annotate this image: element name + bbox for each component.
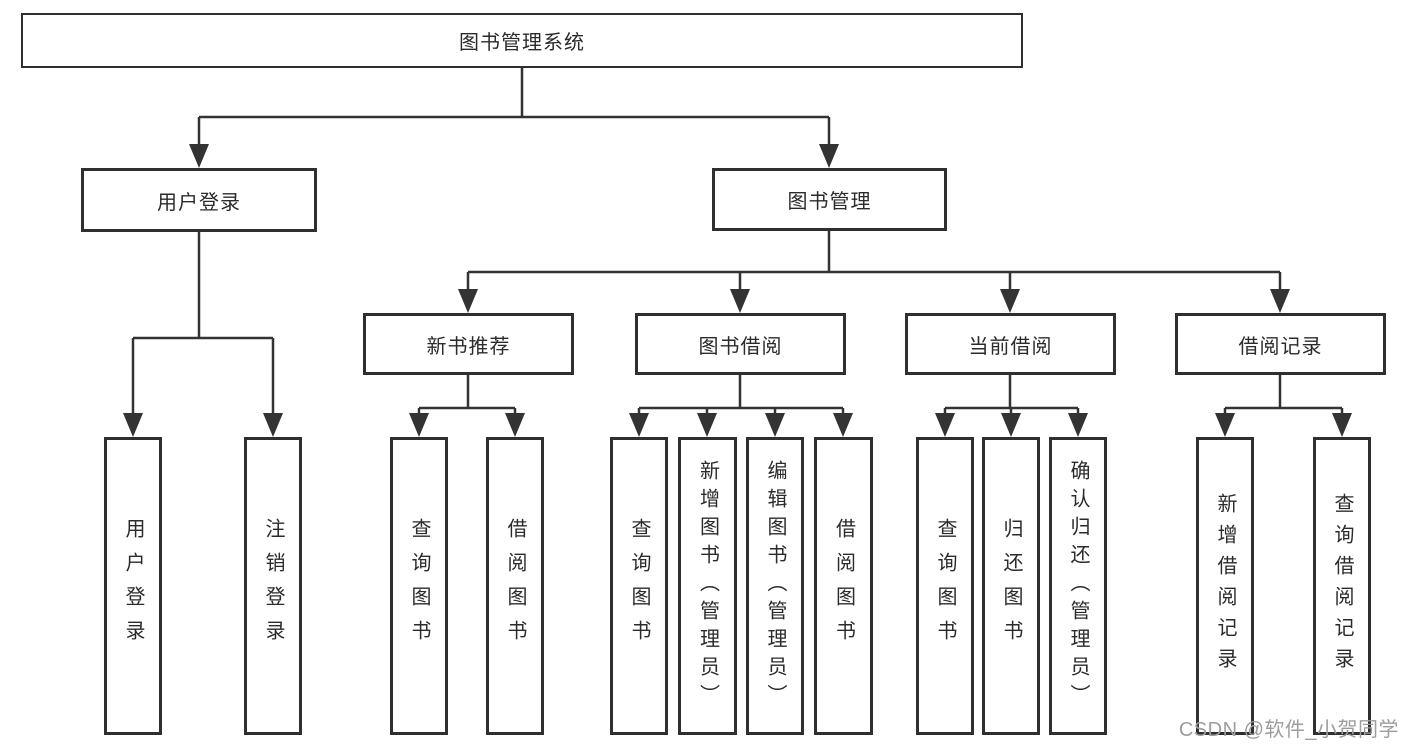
leaf-add-borrow-record: 新增借阅记录 (1196, 437, 1254, 735)
node-label: 当前借阅 (968, 335, 1053, 358)
leaf-return-books: 归还图书 (982, 437, 1040, 735)
connector-root (197, 68, 831, 146)
node-label: 图书管理系统 (459, 32, 585, 54)
connector-borrow-records (1223, 375, 1344, 414)
node-label: 借阅记录 (1238, 335, 1323, 358)
leaf-label: 查询图书 (408, 518, 430, 654)
leaf-add-books-admin: 新增图书（管理员） (678, 437, 737, 735)
leaf-label: 归还图书 (1000, 518, 1022, 654)
leaf-label: 查询借阅记录 (1331, 493, 1353, 679)
leaf-label: 注销登录 (262, 518, 284, 654)
connector-book-management (466, 231, 1282, 291)
node-book-management-branch: 图书管理 (712, 168, 947, 231)
leaf-edit-books-admin: 编辑图书（管理员） (746, 437, 804, 735)
leaf-user-login: 用户登录 (104, 437, 162, 735)
node-label: 图书借阅 (698, 335, 783, 358)
leaf-query-books-current: 查询图书 (916, 437, 974, 735)
node-user-login-branch: 用户登录 (81, 168, 317, 232)
csdn-watermark: CSDN @软件_小贺同学 (1178, 719, 1399, 741)
connector-user-login (131, 232, 275, 414)
leaf-label: 查询图书 (934, 518, 956, 654)
leaf-logout: 注销登录 (244, 437, 302, 735)
node-label: 新书推荐 (426, 335, 511, 358)
leaf-label: 借阅图书 (832, 518, 855, 654)
leaf-query-borrow-record: 查询借阅记录 (1313, 437, 1371, 735)
connector-new-book-recommend (417, 375, 517, 414)
node-current-borrow: 当前借阅 (905, 313, 1116, 375)
node-new-book-recommend: 新书推荐 (363, 313, 574, 375)
leaf-label: 新增借阅记录 (1214, 493, 1236, 679)
leaf-query-books-borrow: 查询图书 (610, 437, 668, 735)
node-label: 用户登录 (157, 191, 241, 214)
leaf-label: 确认归还（管理员） (1067, 460, 1089, 712)
leaf-label: 编辑图书（管理员） (764, 460, 786, 712)
leaf-borrow-books: 借阅图书 (814, 437, 873, 735)
connector-current-borrow (943, 375, 1080, 414)
node-system-root: 图书管理系统 (21, 13, 1023, 68)
leaf-borrow-books-recommend: 借阅图书 (486, 437, 544, 735)
connector-book-borrow (637, 375, 845, 414)
leaf-label: 查询图书 (628, 518, 650, 654)
leaf-label: 用户登录 (122, 518, 144, 654)
leaf-query-books-recommend: 查询图书 (390, 437, 448, 735)
leaf-confirm-return-admin: 确认归还（管理员） (1049, 437, 1107, 735)
leaf-label: 借阅图书 (504, 518, 526, 654)
node-book-borrow: 图书借阅 (635, 313, 846, 375)
leaf-label: 新增图书（管理员） (696, 460, 719, 712)
node-borrow-records: 借阅记录 (1175, 313, 1386, 375)
node-label: 图书管理 (787, 191, 872, 213)
